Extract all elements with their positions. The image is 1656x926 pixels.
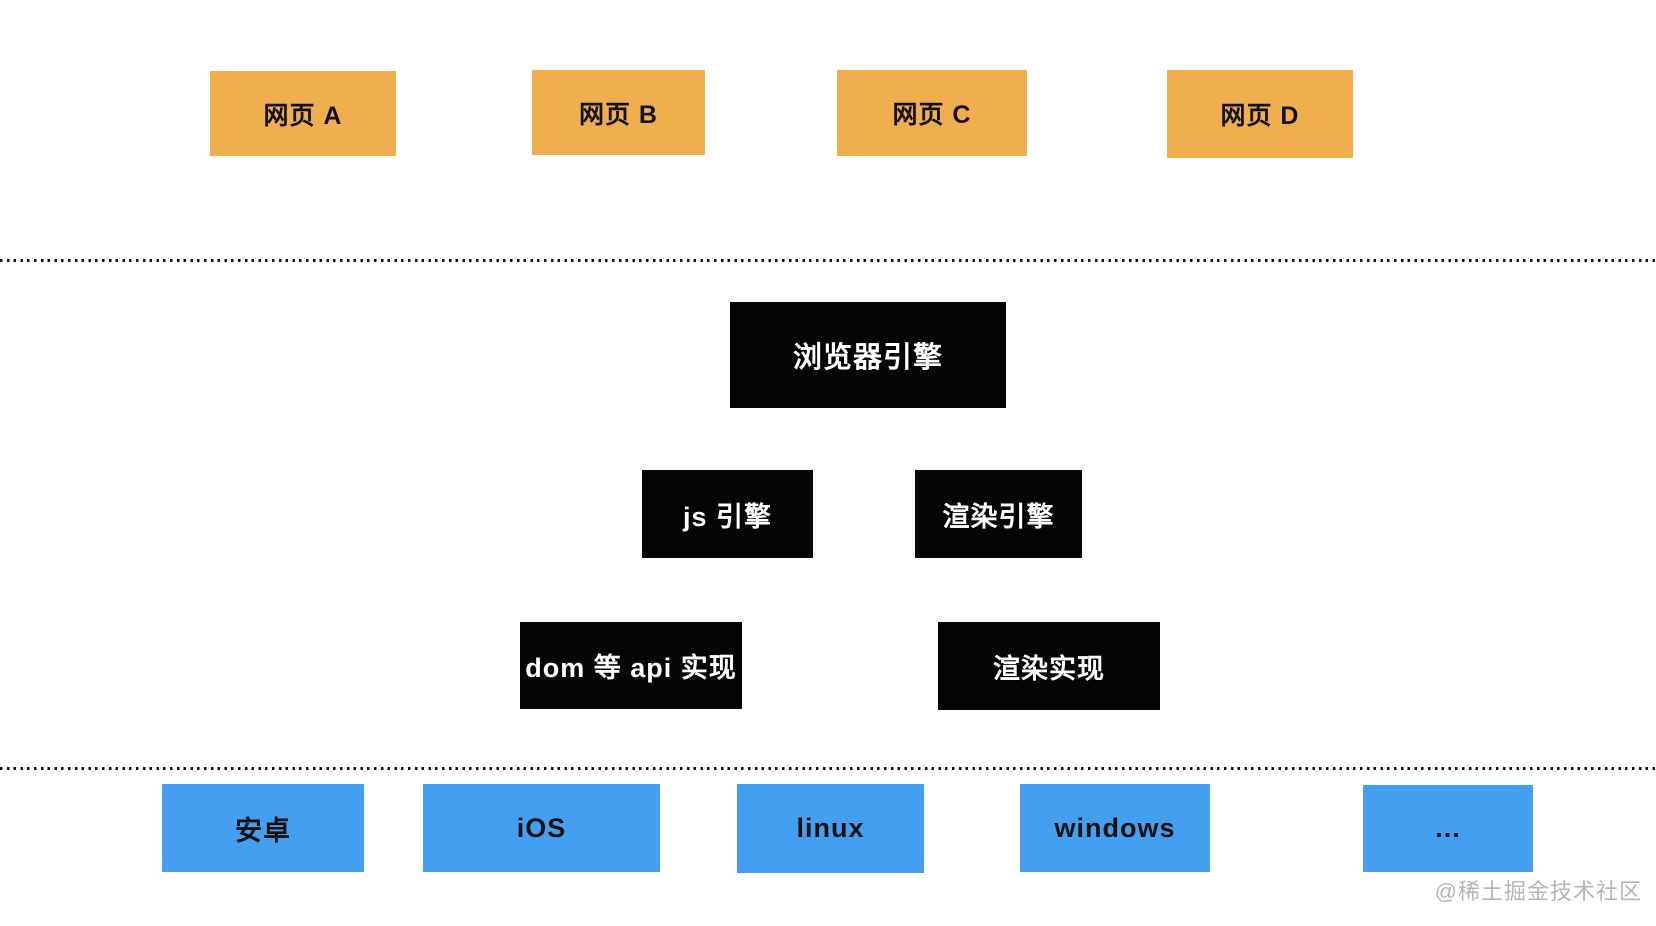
webpage-b-box: 网页 B (532, 70, 705, 155)
dom-api-impl-box: dom 等 api 实现 (520, 622, 742, 709)
platform-windows-box: windows (1020, 784, 1210, 872)
juejin-watermark: @稀土掘金技术社区 (1434, 879, 1642, 904)
separator-top-dotted-line (0, 259, 1656, 262)
webpage-c-box: 网页 C (837, 70, 1027, 156)
separator-bottom-dotted-line (0, 767, 1656, 770)
js-engine-box: js 引擎 (642, 470, 813, 558)
browser-engine-box: 浏览器引擎 (730, 302, 1006, 408)
render-engine-box: 渲染引擎 (915, 470, 1082, 558)
render-impl-box: 渲染实现 (938, 622, 1160, 710)
platform-others-box: ... (1363, 785, 1533, 872)
webpage-d-box: 网页 D (1167, 70, 1353, 158)
platform-android-box: 安卓 (162, 784, 364, 872)
webpage-a-box: 网页 A (210, 71, 396, 156)
platform-linux-box: linux (737, 784, 924, 873)
platform-ios-box: iOS (423, 784, 660, 872)
